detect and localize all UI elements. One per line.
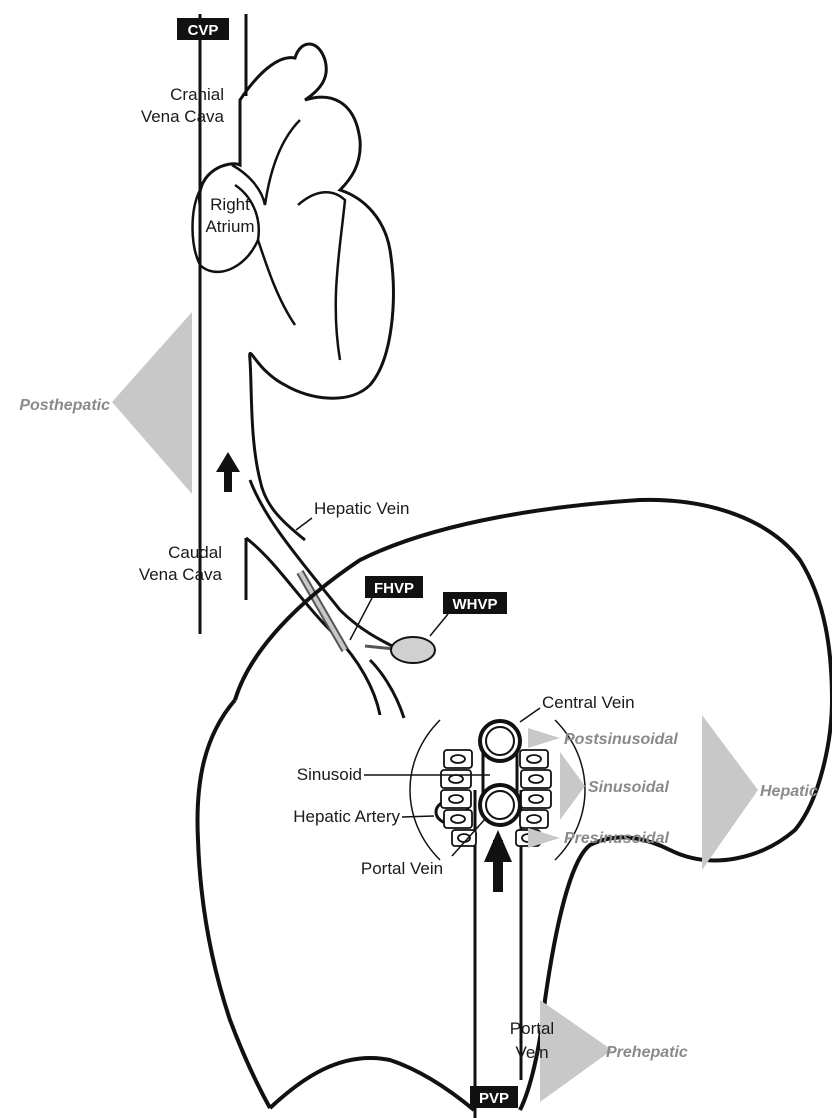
caudal-vena-cava-label-1: Caudal [168,543,222,562]
hepatic-vein-label: Hepatic Vein [314,499,409,518]
hepatic-vein-leader [296,518,312,530]
fhvp-catheter-tip [300,572,345,650]
cvp-badge-label: CVP [188,22,219,39]
postsinusoidal-zone-marker [528,728,560,748]
hepatocytes-left [441,750,476,846]
right-atrium-label-2: Atrium [205,217,254,236]
cranial-vena-cava-label-1: Cranial [170,85,224,104]
pvp-badge-label: PVP [479,1090,509,1107]
presinusoidal-label: Presinusoidal [564,830,669,847]
whvp-badge-label: WHVP [453,596,498,613]
whvp-balloon [391,637,435,663]
sinusoidal-label: Sinusoidal [588,779,669,796]
portal-vein-label-2: Vein [515,1043,548,1062]
prehepatic-zone-marker [540,1000,612,1102]
hepatic-vein-branch [370,660,404,718]
portal-vein-inner [486,791,514,819]
posthepatic-label: Posthepatic [19,397,110,414]
postsinusoidal-label: Postsinusoidal [564,731,678,748]
central-vein-label: Central Vein [542,693,635,712]
central-vein-inner [486,727,514,755]
central-vein-leader [520,708,540,722]
caudal-vena-cava-label-2: Vena Cava [139,565,223,584]
portal-vein-inner-label: Portal Vein [361,859,443,878]
hepatic-artery-leader [402,816,434,817]
sinusoid-label: Sinusoid [297,765,362,784]
heart-inner-line-2 [298,192,345,360]
portal-vein-arrow [484,830,512,892]
prehepatic-label: Prehepatic [606,1044,688,1061]
right-atrium-label-1: Right [210,195,250,214]
cranial-vena-cava-label-2: Vena Cava [141,107,225,126]
posthepatic-zone-marker [112,312,192,494]
lobule-outer-arc-left [410,720,440,860]
hepatic-artery-label: Hepatic Artery [293,807,400,826]
caudal-vena-cava-arrow [216,452,240,492]
hepatic-zone-marker [702,715,758,870]
hepatic-label: Hepatic [760,783,818,800]
portal-vein-label-1: Portal [510,1019,554,1038]
presinusoidal-zone-marker [528,828,560,848]
heart-inner-line-3 [258,240,295,325]
fhvp-badge-label: FHVP [374,580,414,597]
whvp-leader [430,614,448,636]
